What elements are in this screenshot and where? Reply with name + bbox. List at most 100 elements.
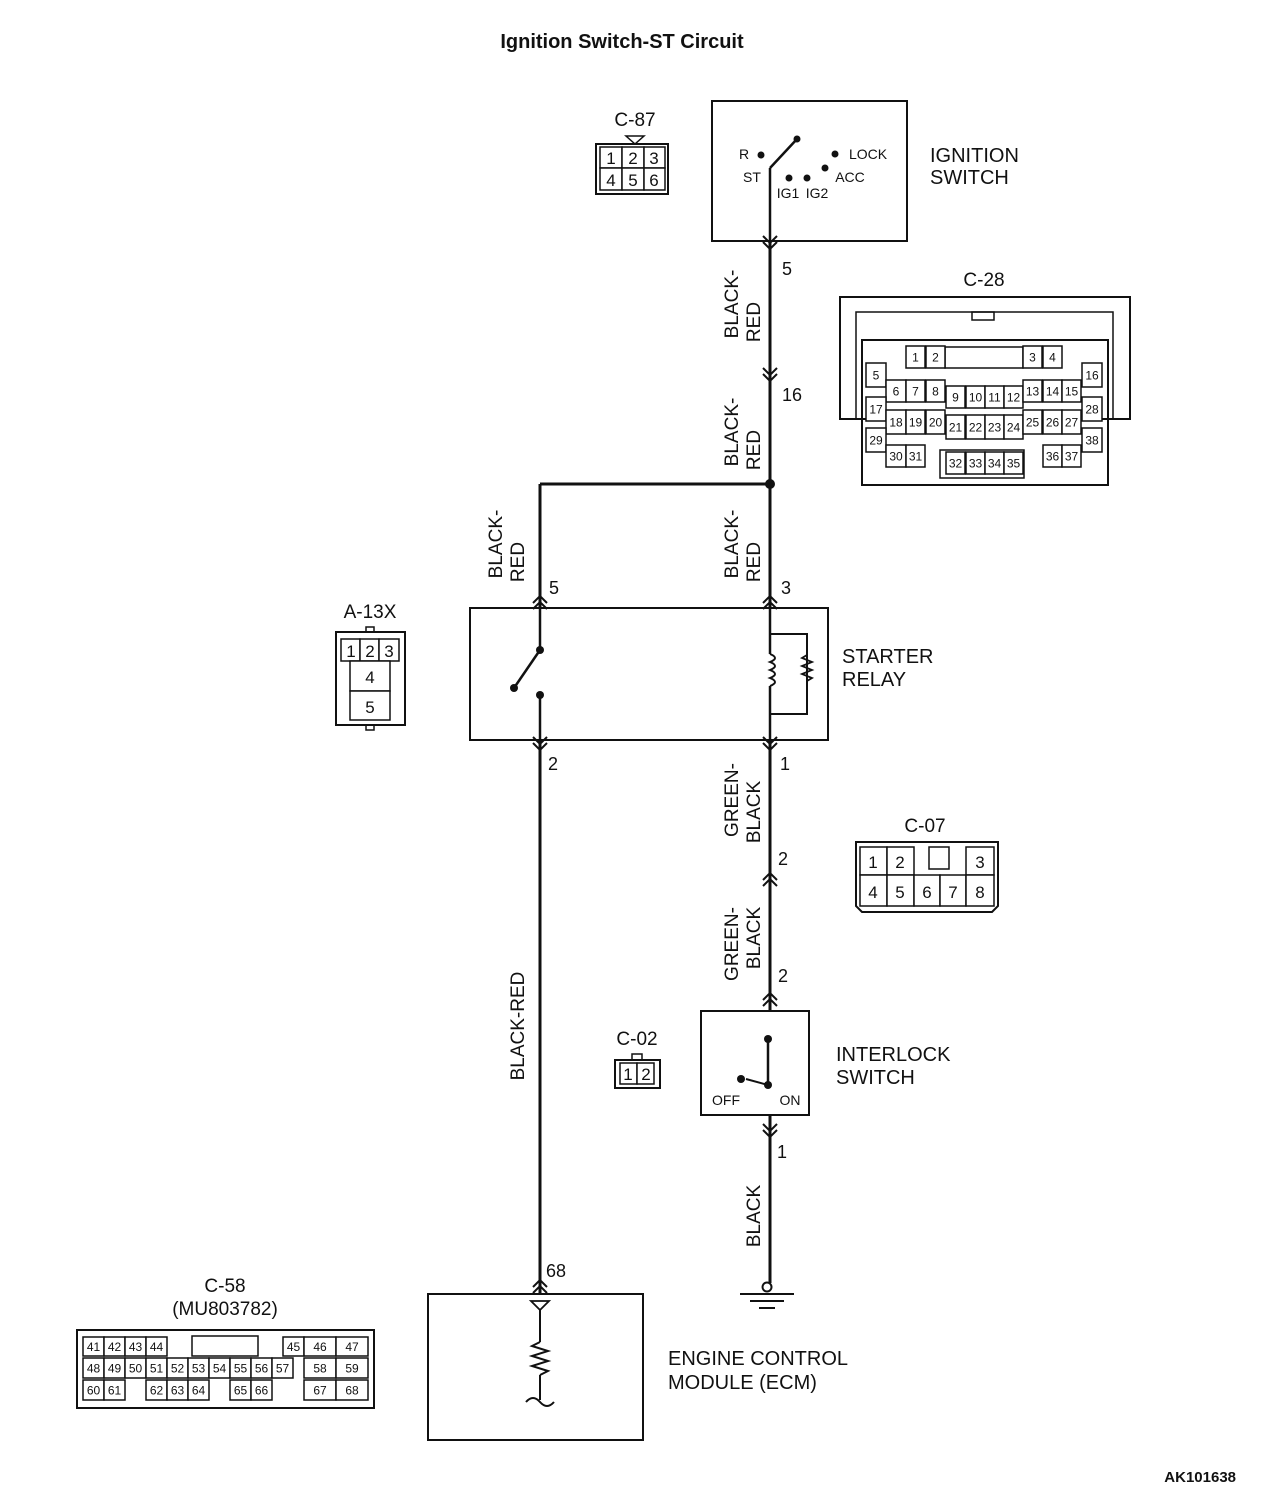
c28-cell: 2 — [932, 350, 939, 364]
c28-cell: 1 — [912, 350, 919, 364]
a13x-cell: 5 — [365, 698, 374, 717]
wire-label: RED — [508, 542, 529, 582]
wire-label: BLACK- — [722, 270, 743, 339]
wire-label: GREEN- — [722, 763, 743, 837]
pin-c28-16: 16 — [782, 385, 802, 405]
c87-cell: 4 — [606, 171, 615, 190]
wire-labels: BLACK- RED BLACK- RED BLACK- RED BLACK- … — [486, 270, 765, 1247]
wire-label: RED — [744, 542, 765, 582]
wire-label: RED — [744, 430, 765, 470]
c28-cell: 11 — [988, 390, 1001, 404]
connector-markers — [532, 235, 778, 1294]
pin-interlock-1: 1 — [777, 1142, 787, 1162]
c58-cell: 60 — [87, 1383, 101, 1397]
c58-cell: 52 — [171, 1361, 185, 1375]
c58-cell: 51 — [150, 1361, 164, 1375]
ignition-switch: R ST IG1 IG2 ACC LOCK IGNITION SWITCH — [711, 100, 1019, 242]
c07-cell: 8 — [975, 883, 984, 902]
ecm-name-line1: ENGINE CONTROL — [668, 1348, 848, 1370]
c28-cell: 5 — [873, 368, 880, 382]
c58-cell: 50 — [129, 1361, 143, 1375]
connector-a13x: A-13X 1 2 3 4 5 — [335, 602, 406, 731]
c28-cell: 36 — [1046, 449, 1060, 463]
c07-cell: 6 — [922, 883, 931, 902]
c58-cell: 41 — [87, 1340, 101, 1354]
c02-cell: 1 — [623, 1065, 632, 1084]
pin-interlock-2: 2 — [778, 966, 788, 986]
wires — [538, 241, 775, 1294]
connector-c87-label: C-87 — [614, 110, 655, 131]
c58-cell: 68 — [345, 1383, 359, 1397]
switch-position-lock: LOCK — [849, 146, 888, 162]
connector-c58-label: C-58 — [204, 1276, 245, 1297]
c07-cell: 4 — [868, 883, 877, 902]
starter-relay-name-line1: STARTER — [842, 646, 934, 668]
pin-ecm-68: 68 — [546, 1261, 566, 1281]
switch-position-ig1: IG1 — [777, 185, 800, 201]
switch-position-r: R — [739, 146, 749, 162]
c28-cell: 27 — [1065, 415, 1079, 429]
c87-cell: 3 — [649, 149, 658, 168]
pin-relay-1: 1 — [780, 754, 790, 774]
pin-relay-3: 3 — [781, 578, 791, 598]
switch-position-st: ST — [743, 169, 761, 185]
interlock-on-label: ON — [780, 1092, 801, 1108]
wire-label: BLACK — [744, 781, 765, 844]
connector-c07-label: C-07 — [904, 816, 945, 837]
c58-cell: 56 — [255, 1361, 269, 1375]
c28-cell: 9 — [952, 390, 959, 404]
pin-c07-2: 2 — [778, 849, 788, 869]
c58-cell: 47 — [345, 1340, 359, 1354]
connector-a13x-label: A-13X — [344, 602, 397, 623]
c58-cell: 59 — [345, 1361, 359, 1375]
c58-cell: 45 — [287, 1340, 301, 1354]
wire-label: BLACK- — [722, 398, 743, 467]
wire-label: GREEN- — [722, 907, 743, 981]
c28-cell: 28 — [1085, 402, 1099, 416]
c58-cell: 44 — [150, 1340, 164, 1354]
c28-cell: 21 — [949, 420, 963, 434]
connector-c02: C-02 1 2 — [614, 1029, 661, 1089]
c58-cell: 61 — [108, 1383, 122, 1397]
c28-cell: 29 — [869, 433, 883, 447]
wire-label: BLACK- — [722, 510, 743, 579]
c28-cell: 6 — [893, 384, 900, 398]
connector-c07: C-07 1 2 3 4 5 6 7 8 — [855, 816, 999, 913]
c07-cell: 7 — [948, 883, 957, 902]
ecm-name-line2: MODULE (ECM) — [668, 1372, 817, 1394]
wire-label: BLACK — [744, 1185, 765, 1248]
c58-cell: 67 — [313, 1383, 327, 1397]
c58-cell: 64 — [192, 1383, 206, 1397]
c28-cell: 10 — [969, 390, 983, 404]
c87-cell: 1 — [606, 149, 615, 168]
c58-cell: 46 — [313, 1340, 327, 1354]
c28-cell: 35 — [1007, 456, 1021, 470]
pin-relay-5: 5 — [549, 578, 559, 598]
starter-relay: STARTER RELAY — [469, 607, 934, 741]
pin-ignition-5: 5 — [782, 259, 792, 279]
c28-cell: 19 — [909, 415, 923, 429]
connector-c02-label: C-02 — [616, 1029, 657, 1050]
ground-symbol — [740, 1281, 794, 1309]
c28-cell: 23 — [988, 420, 1002, 434]
switch-position-ig2: IG2 — [806, 185, 829, 201]
splice-junction — [765, 479, 775, 489]
c28-cell: 7 — [912, 384, 919, 398]
c58-cell: 43 — [129, 1340, 143, 1354]
c28-cell: 14 — [1046, 384, 1060, 398]
c28-cell: 37 — [1065, 449, 1079, 463]
interlock-switch: OFF ON INTERLOCK SWITCH — [700, 1010, 951, 1116]
c58-cell: 53 — [192, 1361, 206, 1375]
c28-cell: 4 — [1049, 350, 1056, 364]
c58-cell: 49 — [108, 1361, 122, 1375]
c58-cell: 62 — [150, 1383, 164, 1397]
c07-cell: 5 — [895, 883, 904, 902]
c87-cell: 5 — [628, 171, 637, 190]
figure-code: AK101638 — [1164, 1469, 1236, 1486]
starter-relay-name-line2: RELAY — [842, 669, 906, 691]
c28-cell: 26 — [1046, 415, 1060, 429]
